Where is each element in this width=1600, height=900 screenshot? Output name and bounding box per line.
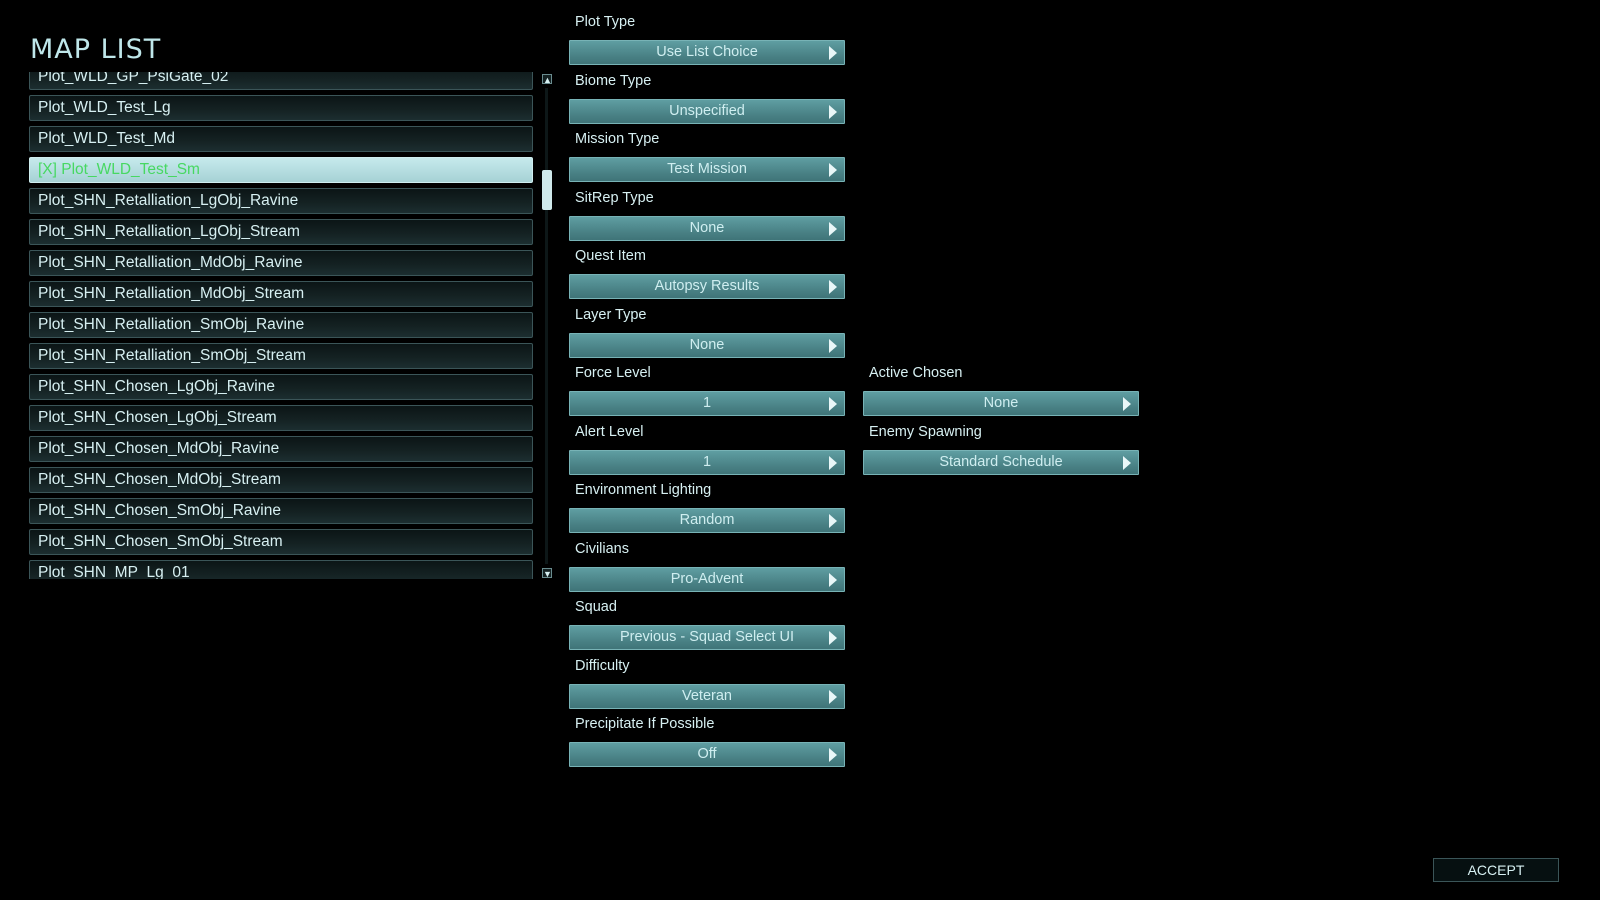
scroll-up-icon[interactable]: ▲ bbox=[542, 74, 552, 85]
arrow-right-icon[interactable] bbox=[829, 514, 837, 528]
environment-lighting-button[interactable]: Random bbox=[569, 508, 845, 533]
precipitate-value: Off bbox=[697, 746, 717, 762]
map-list-item[interactable]: Plot_WLD_GP_PsiGate_02 bbox=[29, 72, 533, 90]
layer-type-button[interactable]: None bbox=[569, 332, 845, 358]
difficulty-button[interactable]: Veteran bbox=[569, 683, 845, 709]
arrow-right-icon[interactable] bbox=[829, 338, 837, 353]
arrow-right-icon[interactable] bbox=[829, 46, 837, 60]
active-chosen-label: Active Chosen bbox=[869, 365, 963, 381]
arrow-right-icon[interactable] bbox=[829, 280, 837, 294]
arrow-right-icon[interactable] bbox=[829, 104, 837, 119]
plot-type-value: Use List Choice bbox=[656, 44, 758, 60]
alert-level-label: Alert Level bbox=[575, 423, 644, 440]
accept-button[interactable]: ACCEPT bbox=[1433, 858, 1559, 882]
map-list-item[interactable]: Plot_SHN_Retalliation_SmObj_Stream bbox=[29, 343, 533, 369]
squad-button[interactable]: Previous - Squad Select UI bbox=[569, 625, 845, 650]
active-chosen-value: None bbox=[983, 395, 1019, 411]
plot-type-label: Plot Type bbox=[575, 14, 636, 30]
scroll-thumb[interactable] bbox=[542, 170, 552, 210]
arrow-right-icon[interactable] bbox=[829, 631, 837, 645]
scroll-track[interactable] bbox=[545, 88, 548, 564]
mission-type-button[interactable]: Test Mission bbox=[569, 157, 845, 182]
enemy-spawning-value: Standard Schedule bbox=[939, 453, 1063, 470]
layer-type-value: None bbox=[689, 336, 725, 353]
sitrep-type-value: None bbox=[689, 219, 725, 236]
civilians-button[interactable]: Pro-Advent bbox=[569, 566, 845, 592]
difficulty-value: Veteran bbox=[682, 687, 732, 704]
enemy-spawning-label: Enemy Spawning bbox=[869, 423, 982, 440]
map-list-item[interactable]: Plot_SHN_Chosen_LgObj_Ravine bbox=[29, 374, 533, 400]
difficulty-label: Difficulty bbox=[575, 657, 630, 674]
quest-item-label: Quest Item bbox=[575, 248, 646, 264]
quest-item-button[interactable]: Autopsy Results bbox=[569, 274, 845, 299]
sitrep-type-button[interactable]: None bbox=[569, 215, 845, 241]
civilians-label: Civilians bbox=[575, 540, 629, 557]
arrow-right-icon[interactable] bbox=[829, 163, 837, 177]
biome-type-value: Unspecified bbox=[669, 102, 745, 119]
arrow-right-icon[interactable] bbox=[829, 748, 837, 762]
precipitate-button[interactable]: Off bbox=[569, 742, 845, 767]
quest-item-value: Autopsy Results bbox=[654, 278, 760, 294]
map-list-item[interactable]: Plot_SHN_Retalliation_LgObj_Ravine bbox=[29, 188, 533, 214]
plot-type-button[interactable]: Use List Choice bbox=[569, 40, 845, 65]
arrow-right-icon[interactable] bbox=[829, 397, 837, 411]
squad-value: Previous - Squad Select UI bbox=[619, 629, 795, 645]
force-level-value: 1 bbox=[702, 395, 712, 411]
map-list-item[interactable]: Plot_SHN_Retalliation_LgObj_Stream bbox=[29, 219, 533, 245]
mission-type-value: Test Mission bbox=[667, 161, 747, 177]
biome-type-label: Biome Type bbox=[575, 72, 652, 89]
arrow-right-icon[interactable] bbox=[1123, 397, 1131, 411]
arrow-right-icon[interactable] bbox=[829, 455, 837, 470]
map-list-item[interactable]: Plot_SHN_Chosen_SmObj_Ravine bbox=[29, 498, 533, 524]
alert-level-value: 1 bbox=[702, 453, 712, 470]
mission-type-label: Mission Type bbox=[575, 131, 660, 147]
arrow-right-icon[interactable] bbox=[829, 572, 837, 587]
sitrep-type-label: SitRep Type bbox=[575, 189, 654, 206]
map-list-item[interactable]: Plot_WLD_Test_Md bbox=[29, 126, 533, 152]
force-level-label: Force Level bbox=[575, 365, 651, 381]
map-list-item[interactable]: Plot_SHN_Chosen_MdObj_Stream bbox=[29, 467, 533, 493]
precipitate-label: Precipitate If Possible bbox=[575, 716, 715, 732]
map-list-item[interactable]: Plot_SHN_Chosen_SmObj_Stream bbox=[29, 529, 533, 555]
map-list-item[interactable]: [X] Plot_WLD_Test_Sm bbox=[29, 157, 533, 183]
map-list-item[interactable]: Plot_SHN_MP_Lg_01 bbox=[29, 560, 533, 579]
map-list-item[interactable]: Plot_WLD_Test_Lg bbox=[29, 95, 533, 121]
scroll-down-icon[interactable]: ▼ bbox=[542, 568, 552, 579]
page-title: MAP LIST bbox=[30, 34, 162, 65]
alert-level-button[interactable]: 1 bbox=[569, 449, 845, 475]
map-list-item[interactable]: Plot_SHN_Retalliation_MdObj_Stream bbox=[29, 281, 533, 307]
map-list-item[interactable]: Plot_SHN_Retalliation_SmObj_Ravine bbox=[29, 312, 533, 338]
arrow-right-icon[interactable] bbox=[829, 689, 837, 704]
arrow-right-icon[interactable] bbox=[829, 221, 837, 236]
enemy-spawning-button[interactable]: Standard Schedule bbox=[863, 449, 1139, 475]
environment-lighting-label: Environment Lighting bbox=[575, 482, 712, 498]
civilians-value: Pro-Advent bbox=[670, 570, 744, 587]
layer-type-label: Layer Type bbox=[575, 306, 647, 323]
arrow-right-icon[interactable] bbox=[1123, 455, 1131, 470]
environment-lighting-value: Random bbox=[679, 512, 735, 528]
squad-label: Squad bbox=[575, 599, 617, 615]
map-list-item[interactable]: Plot_SHN_Chosen_MdObj_Ravine bbox=[29, 436, 533, 462]
map-list-scrollbar[interactable]: ▲ ▼ bbox=[539, 74, 555, 579]
biome-type-button[interactable]: Unspecified bbox=[569, 98, 845, 124]
active-chosen-button[interactable]: None bbox=[863, 391, 1139, 416]
map-list-item[interactable]: Plot_SHN_Chosen_LgObj_Stream bbox=[29, 405, 533, 431]
map-list-item[interactable]: Plot_SHN_Retalliation_MdObj_Ravine bbox=[29, 250, 533, 276]
force-level-button[interactable]: 1 bbox=[569, 391, 845, 416]
